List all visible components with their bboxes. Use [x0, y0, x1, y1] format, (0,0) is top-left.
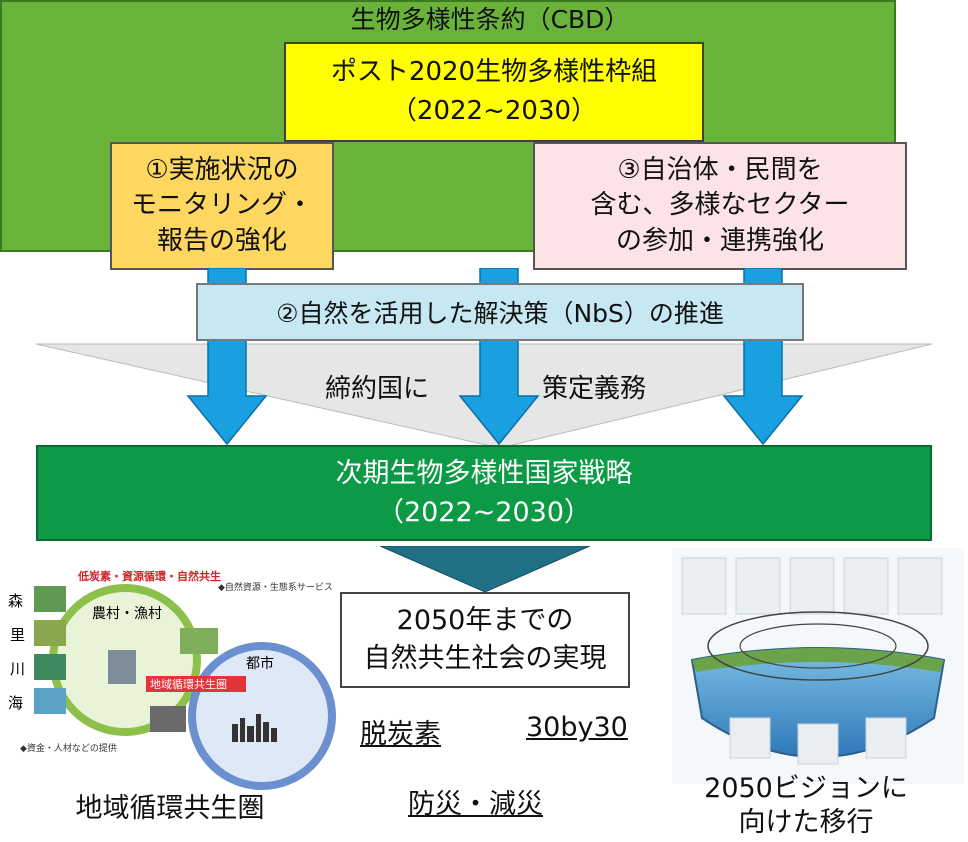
framework-box: ポスト2020生物多様性枠組 （2022~2030）	[284, 42, 704, 142]
participation-pillar: ③自治体・民間を 含む、多様なセクター の参加・連携強化	[533, 142, 907, 270]
obligation-right-label: 策定義務	[542, 374, 647, 404]
teal-down-arrow	[380, 546, 590, 593]
top-panels	[681, 557, 943, 615]
regional-sphere-figure: 低炭素・資源循環・自然共生 農村・漁村 都市 地域循環共生圏 ◆自然資源・生態系…	[8, 569, 336, 790]
right-figure-caption: 2050ビジョンに 向けた移行	[704, 773, 908, 838]
figure-header: 低炭素・資源循環・自然共生	[77, 569, 221, 583]
land-strip	[692, 648, 944, 672]
decarbon-keyword: 脱炭素	[360, 719, 441, 750]
services-label: ◆自然資源・生態系サービス	[218, 581, 333, 593]
vision-globe-figure	[672, 548, 964, 784]
city-icon	[232, 714, 277, 742]
funding-label: ◆資金・人材などの提供	[20, 742, 117, 754]
rural-label: 農村・漁村	[92, 606, 162, 622]
left-figure-caption: 地域循環共生圏	[75, 793, 265, 824]
obligation-left-label: 締約国に	[325, 374, 430, 404]
flow-arrows	[186, 268, 804, 446]
thirty-by-thirty-keyword: 30by30	[526, 712, 628, 743]
center-label-bg	[146, 676, 246, 692]
side-thumbnails	[34, 586, 66, 714]
cbd-title: 生物多様性条約（CBD）	[350, 5, 630, 34]
side-label-village: 里	[10, 626, 25, 644]
bottom-panels	[729, 717, 907, 765]
national-strategy-box: 次期生物多様性国家戦略 （2022~2030）	[36, 445, 932, 541]
goal-box: 2050年までの 自然共生社会の実現	[340, 592, 630, 688]
side-label-sea: 海	[8, 694, 23, 712]
monitoring-pillar: ①実施状況の モニタリング・ 報告の強化	[110, 142, 334, 270]
side-label-river: 川	[10, 660, 25, 678]
disaster-keyword: 防災・減災	[408, 789, 543, 820]
side-label-forest: 森	[8, 592, 23, 610]
urban-label: 都市	[246, 655, 274, 672]
nbs-pillar: ②自然を活用した解決策（NbS）の推進	[196, 283, 804, 341]
center-label: 地域循環共生圏	[150, 677, 227, 691]
landscape-thumbs	[108, 628, 218, 732]
orbit-lines	[707, 611, 929, 681]
